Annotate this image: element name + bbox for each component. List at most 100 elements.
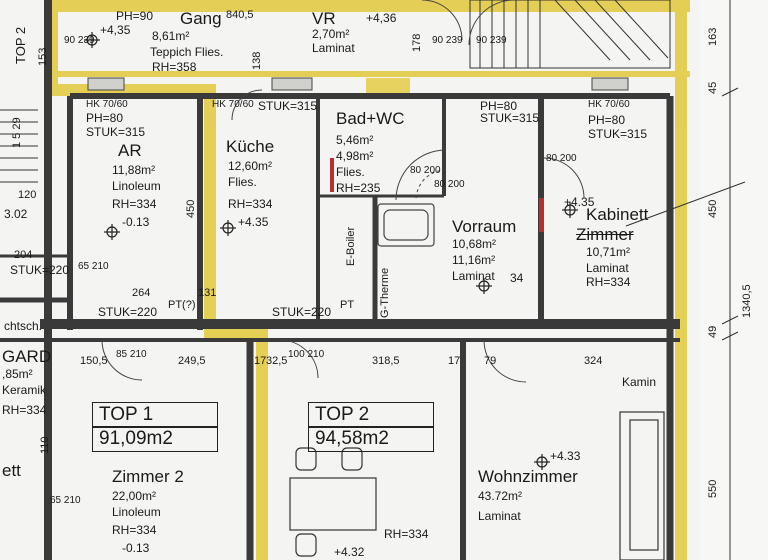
walls (0, 0, 680, 560)
door-vr: 90 239 (432, 35, 463, 46)
door-bad-2: 80 200 (434, 179, 465, 190)
bad-area1: 5,46m² (336, 133, 374, 147)
vorraum-area1: 10,68m² (452, 237, 497, 251)
wohnzimmer-material: Laminat (478, 509, 521, 523)
right-margin (700, 0, 768, 560)
vr-name: VR (312, 9, 336, 28)
dim-top: 840,5 (226, 9, 254, 21)
garderobe-area: ,85m² (2, 367, 33, 381)
dim-r163: 163 (707, 27, 719, 46)
zimmer2-area: 22,00m² (112, 489, 157, 503)
kabinett-material: Laminat (586, 261, 629, 275)
door-stair: 90 239 (476, 35, 507, 46)
dim-110: 110 (39, 436, 51, 454)
vorraum-material: Laminat (452, 269, 495, 283)
radiators (87, 77, 629, 91)
dimension-line-right (721, 0, 739, 560)
kabinett-rh: RH=334 (586, 275, 631, 289)
garderobe-name: GARD (2, 347, 52, 366)
red-accents (330, 158, 544, 232)
kabinett-strike: Zimmer (576, 225, 634, 244)
top2-area-box: 94,58m2 (308, 426, 434, 452)
gang-name: Gang (180, 9, 222, 28)
kueche-name: Küche (226, 137, 275, 156)
dim-79: 79 (484, 355, 497, 367)
left-cut-nett: ett (2, 461, 21, 480)
top2-label-box: TOP 2 (308, 402, 434, 428)
dim-17b: 17 (448, 355, 461, 367)
zimmer2-name: Zimmer 2 (112, 467, 184, 486)
dim-204: 204 (14, 249, 33, 261)
ar-name: AR (118, 141, 142, 160)
kabinett-level: +4.35 (564, 195, 595, 209)
door-zimmer2: 65 210 (50, 495, 81, 506)
stuk-kueche: STUK=220 (272, 305, 332, 319)
top2-vertical: TOP 2 (13, 26, 28, 64)
vorraum-ph: PH=80 (480, 99, 518, 113)
dim-17a: 17 (254, 355, 267, 367)
ar-rh: RH=334 (112, 197, 157, 211)
vorraum-name: Vorraum (452, 217, 517, 236)
dim-r550: 550 (707, 479, 719, 498)
dim-r1340: 1340,5 (741, 284, 753, 318)
kueche-material: Flies. (228, 175, 257, 189)
ar-hk: HK 70/60 (86, 99, 128, 110)
top1-area-box: 91,09m2 (92, 426, 218, 452)
left-cut-label: chtsch. (4, 319, 43, 333)
door-kabinett: 80 200 (546, 153, 577, 164)
ar-level: -0.13 (122, 215, 150, 229)
left-stairs (0, 109, 38, 183)
dim-324: 324 (584, 355, 603, 367)
top2-room-rh: RH=334 (384, 527, 429, 541)
gang-level: +4,35 (100, 23, 131, 37)
top2-room-level: +4.32 (334, 545, 365, 559)
kueche-hk: HK 70/60 (212, 99, 254, 110)
dim-264: 264 (132, 287, 151, 299)
dim-120: 120 (18, 189, 37, 201)
dining-set (289, 447, 377, 557)
dim-249: 249,5 (178, 355, 206, 367)
dim-131: 131 (198, 287, 217, 299)
left-cut-level: 3.02 (4, 207, 28, 221)
stuk-ar: STUK=220 (98, 305, 158, 319)
dim-r450: 450 (707, 199, 719, 218)
ar-ph: PH=80 (86, 111, 124, 125)
dim-gang-side: 138 (251, 51, 263, 70)
kueche-level: +4.35 (238, 215, 269, 229)
ar-stuk: STUK=315 (86, 125, 146, 139)
dim-325: 32,5 (266, 355, 288, 367)
zimmer2-material: Linoleum (112, 505, 161, 519)
zimmer2-rh: RH=334 (112, 523, 157, 537)
highlight-vr-door (366, 78, 410, 96)
bad-name: Bad+WC (336, 109, 405, 128)
garderobe-material: Keramik (2, 383, 47, 397)
gang-rh: RH=358 (152, 60, 197, 74)
kueche-area: 12,60m² (228, 159, 273, 173)
ar-area: 11,88m² (112, 163, 156, 177)
gang-material: Teppich Flies. (150, 45, 224, 59)
stair-rise: 1 5 29 (11, 117, 23, 148)
door-bad-1: 80 200 (410, 165, 441, 176)
wohnzimmer-name: Wohnzimmer (478, 467, 578, 486)
kabinett-hk: HK 70/60 (588, 99, 630, 110)
door-ar: 65 210 (78, 261, 109, 272)
vorraum-rh-tail: 34 (510, 271, 524, 285)
level-markers (84, 32, 578, 470)
dim-150: 150,5 (80, 355, 108, 367)
kabinett-area: 10,71m² (586, 245, 631, 259)
kamin-label: Kamin (622, 375, 657, 389)
dim-left-153: 153 (37, 47, 49, 66)
stuk-left: STUK=220 (10, 263, 70, 277)
top1-area: 91,09m2 (99, 428, 173, 449)
kabinett-stuk: STUK=315 (588, 127, 648, 141)
top1-label-box: TOP 1 (92, 402, 218, 428)
vorraum-area2: 11,16m² (452, 253, 496, 267)
top1-label: TOP 1 (99, 404, 154, 425)
kueche-rh: RH=334 (228, 197, 273, 211)
door-top1: 85 210 (116, 349, 147, 360)
zimmer2-level: -0.13 (122, 541, 150, 555)
annotation-arrow (625, 181, 746, 227)
kabinett-name: Kabinett (586, 205, 649, 224)
dim-r45: 45 (707, 81, 719, 94)
